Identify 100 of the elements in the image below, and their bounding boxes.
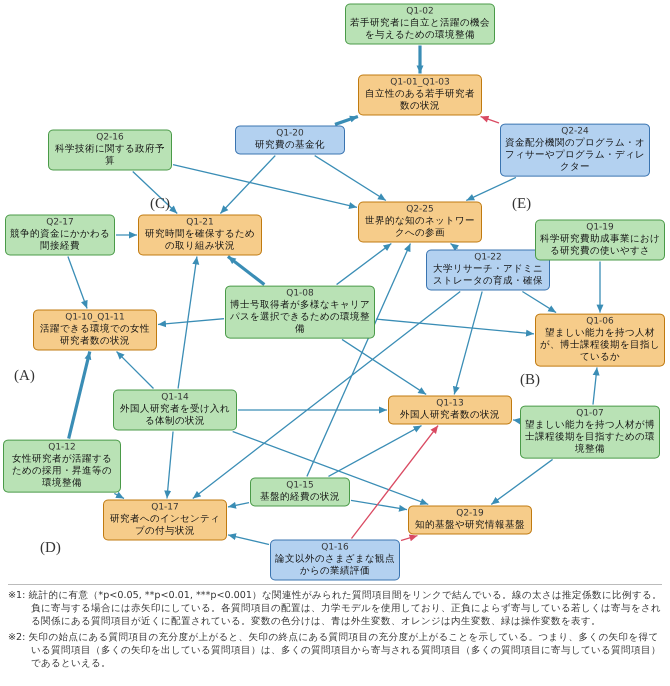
arrow bbox=[114, 492, 124, 500]
item-code: Q1-10_Q1-11 bbox=[64, 312, 126, 324]
arrow bbox=[67, 256, 88, 309]
arrow bbox=[132, 171, 178, 214]
node-label: 博士号取得者が多様なキャリアパスを選択できるための環境整備 bbox=[230, 300, 370, 336]
region-label: (E) bbox=[512, 196, 532, 213]
arrow bbox=[342, 338, 427, 395]
node-label: 自立性のある若手研究者数の状況 bbox=[364, 88, 476, 112]
item-code: Q1-21 bbox=[185, 218, 215, 229]
arrow bbox=[306, 243, 412, 477]
item-code: Q1-01_Q1-03 bbox=[389, 78, 451, 88]
arrow bbox=[334, 114, 358, 126]
item-code: Q1-20 bbox=[275, 128, 305, 140]
item-code: Q1-13 bbox=[435, 398, 465, 410]
node-label: 望ましい能力を持つ人材が博士課程後期を目指すための環境整備 bbox=[525, 420, 655, 456]
arrow bbox=[450, 242, 459, 251]
node-label: 研究費の基金化 bbox=[254, 140, 326, 152]
arrow bbox=[336, 242, 392, 286]
item-code: Q1-15 bbox=[285, 480, 315, 492]
node-label: 望ましい能力を持つ人材が、博士課程後期を目指しているか bbox=[540, 328, 660, 364]
question-node bbox=[535, 314, 665, 366]
question-node bbox=[103, 500, 227, 540]
arrow bbox=[232, 430, 428, 506]
question-node bbox=[270, 540, 400, 580]
arrow bbox=[158, 318, 224, 328]
arrow bbox=[177, 256, 200, 389]
node-label: 世界的な知のネットワークへの参画 bbox=[364, 216, 476, 240]
item-code: Q1-08 bbox=[285, 288, 315, 300]
node-label: 科学技術に関する政府予算 bbox=[54, 144, 166, 168]
node-label: 資金配分機関のプログラム・オフィサーやプログラム・ディレクター bbox=[505, 138, 645, 174]
region-label: (A) bbox=[14, 368, 35, 385]
arrow bbox=[192, 290, 461, 500]
node-label: 知的基盤や研究情報基盤 bbox=[414, 520, 526, 532]
question-node bbox=[3, 440, 121, 492]
arrow bbox=[416, 46, 424, 74]
question-node bbox=[345, 4, 495, 44]
arrow bbox=[400, 534, 418, 542]
arrow bbox=[596, 262, 604, 313]
node-label: 論文以外のさまざまな観点からの業績評価 bbox=[275, 554, 395, 578]
item-code: Q1-02 bbox=[405, 6, 435, 18]
question-node bbox=[520, 406, 660, 458]
node-label: 基盤的経費の状況 bbox=[259, 492, 341, 504]
arrow bbox=[67, 351, 92, 439]
question-node bbox=[408, 505, 532, 535]
arrow bbox=[480, 116, 500, 124]
node-label: 活躍できる環境での女性研究者数の状況 bbox=[39, 324, 151, 348]
node-label: 女性研究者が活躍するための採用・昇進等の環境整備 bbox=[11, 454, 113, 490]
item-code: Q1-06 bbox=[585, 316, 615, 328]
region-label: (D) bbox=[40, 540, 61, 557]
question-node bbox=[388, 395, 512, 425]
arrow bbox=[164, 431, 174, 499]
question-node bbox=[426, 250, 550, 290]
question-node bbox=[33, 310, 157, 350]
item-code: Q2-25 bbox=[405, 204, 435, 216]
question-node bbox=[138, 214, 262, 256]
item-code: Q2-24 bbox=[560, 126, 590, 138]
arrow bbox=[350, 425, 439, 539]
node-label: 研究時間を確保するための取り組み状況 bbox=[144, 228, 256, 252]
item-code: Q1-07 bbox=[575, 408, 605, 420]
item-code: Q1-17 bbox=[150, 502, 180, 514]
arrow bbox=[522, 290, 556, 314]
arrow bbox=[172, 164, 358, 209]
question-node bbox=[48, 130, 172, 170]
arrow bbox=[452, 291, 483, 395]
node-label: 外国人研究者数の状況 bbox=[399, 410, 501, 422]
item-code: Q1-14 bbox=[160, 392, 190, 404]
question-node bbox=[358, 74, 482, 116]
arrow bbox=[490, 458, 553, 505]
question-node bbox=[250, 477, 350, 507]
question-node bbox=[113, 390, 237, 430]
arrow bbox=[116, 232, 137, 238]
region-label: (B) bbox=[520, 372, 540, 389]
item-code: Q2-19 bbox=[455, 508, 485, 520]
arrow bbox=[376, 318, 534, 337]
arrow bbox=[592, 367, 600, 405]
arrow bbox=[328, 425, 422, 477]
arrow bbox=[238, 406, 387, 414]
arrow bbox=[350, 500, 408, 512]
node-label: 研究者へのインセンティブの付与状況 bbox=[109, 514, 221, 538]
question-node bbox=[358, 202, 482, 242]
node-label: 科学研究費助成事業における研究費の使いやすさ bbox=[540, 234, 660, 258]
arrow bbox=[228, 502, 250, 509]
question-node bbox=[225, 286, 375, 338]
arrow bbox=[512, 418, 522, 425]
footnote: ※1: 統計的に有意（*p<0.05, **p<0.01, ***p<0.001）な関連性がみられた質問項目間をリンクで結んでいる。線の太さは推定係数に比例する。負に寄与する場合には赤矢印にしている。各質問項目の配置は、力学モデルを使用しており、正負によらず寄与している若しくは寄与をされる関係にある質問項目が近くに配置されている。変数の色分けは、青は外生変数、オレンジは内生変数、緑は操作変数を表す。 bbox=[8, 589, 662, 629]
item-code: Q1-12 bbox=[47, 442, 77, 454]
arrow bbox=[228, 533, 270, 546]
question-node bbox=[5, 214, 115, 256]
item-code: Q2-16 bbox=[95, 132, 125, 144]
node-label: 外国人研究者を受け入れる体制の状況 bbox=[119, 404, 231, 428]
arrow bbox=[220, 155, 276, 214]
question-node bbox=[535, 220, 665, 260]
footnote: ※2: 矢印の始点にある質問項目の充分度が上がると、矢印の終点にある質問項目の充分度が上がることを示している。つまり、多くの矢印を得ている質問項目（多くの矢印を出している質問項目）は、多くの質問項目から寄与される質問項目（多くの質問項目に寄与している質問項目）であるといえる。 bbox=[8, 630, 662, 670]
item-code: Q1-22 bbox=[473, 252, 503, 264]
node-label: 競争的資金にかかわる間接経費 bbox=[10, 228, 110, 252]
item-code: Q1-16 bbox=[320, 542, 350, 554]
item-code: Q1-19 bbox=[585, 222, 615, 234]
region-label: (C) bbox=[150, 196, 170, 213]
node-label: 大学リサーチ・アドミニストレータの育成・確保 bbox=[432, 264, 544, 288]
question-node bbox=[235, 125, 345, 155]
